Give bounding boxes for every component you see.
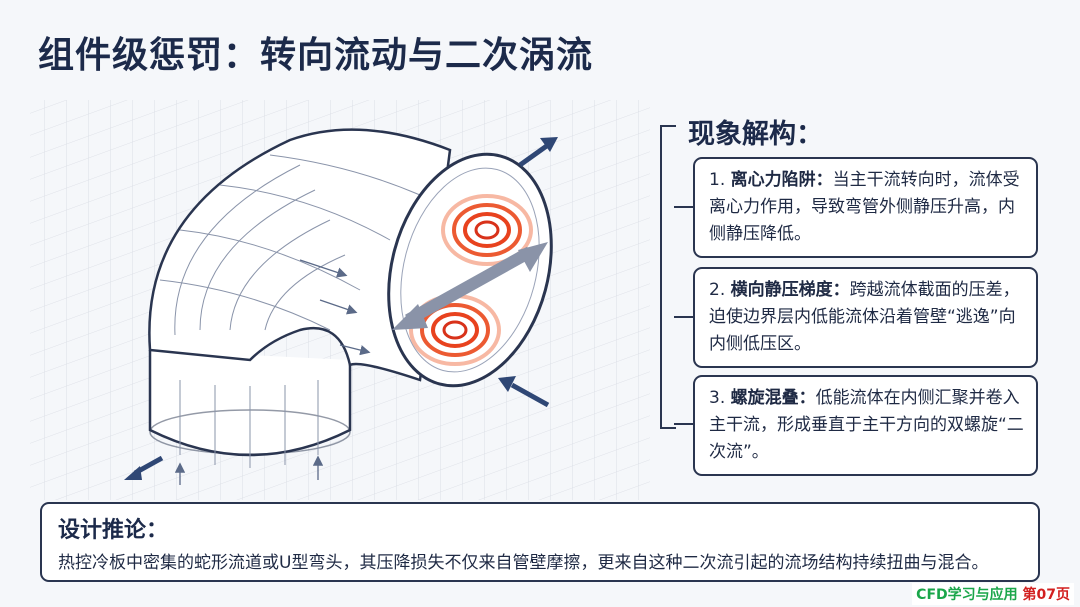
panel-title: 现象解构： — [688, 119, 823, 150]
item-card-3: 3. 螺旋混叠：低能流体在内侧汇聚并卷入主干流，形成垂直于主干方向的双螺旋“二次… — [693, 375, 1038, 476]
pipe-vertical-leg — [148, 350, 352, 468]
item-body: 跨越流体截面的压差，迫使边界层内低能流体沿着管壁“逃逸”向内侧低压区。 — [709, 280, 1020, 354]
upper-vortex-icon — [441, 194, 533, 266]
item-heading: 横向静压梯度： — [730, 280, 850, 300]
double-headed-arrow-icon — [392, 242, 548, 330]
exit-arrow-icon — [124, 455, 164, 480]
item-body: 当主干流转向时，流体受离心力作用，导致弯管外侧静压升高，内侧静压降低。 — [709, 170, 1020, 244]
pipe-elbow-body — [148, 128, 452, 485]
footer-tag: CFD学习与应用 第07页 — [912, 583, 1074, 605]
conclusion-title: 设计推论： — [58, 518, 169, 543]
elbow-pipe-illustration — [30, 100, 650, 500]
page-title: 组件级惩罚：转向流动与二次涡流 — [38, 35, 594, 76]
item-number: 3. — [709, 388, 726, 408]
connector — [674, 206, 693, 208]
item-number: 2. — [709, 280, 726, 300]
conclusion-box: 设计推论： 热控冷板中密集的蛇形流道或U型弯头，其压降损失不仅来自管壁摩擦，更来… — [40, 502, 1040, 582]
footer-brand: CFD学习与应用 — [916, 587, 1018, 603]
item-body: 低能流体在内侧汇聚并卷入主干流，形成垂直于主干方向的双螺旋“二次流”。 — [709, 388, 1024, 462]
cross-section — [387, 152, 553, 388]
item-card-1: 1. 离心力陷阱：当主干流转向时，流体受离心力作用，导致弯管外侧静压升高，内侧静… — [693, 157, 1038, 258]
connector — [674, 316, 693, 318]
conclusion-body: 热控冷板中密集的蛇形流道或U型弯头，其压降损失不仅来自管壁摩擦，更来自这种二次流… — [58, 553, 989, 573]
item-card-2: 2. 横向静压梯度：跨越流体截面的压差，迫使边界层内低能流体沿着管壁“逃逸”向内… — [693, 267, 1038, 368]
outflow-arrow-icon — [518, 137, 558, 168]
panel-bracket — [660, 125, 676, 429]
item-heading: 螺旋混叠： — [730, 388, 816, 408]
connector — [674, 423, 693, 425]
inflow-arrow-icon — [498, 376, 550, 408]
footer-page: 第07页 — [1022, 587, 1070, 603]
item-heading: 离心力陷阱： — [730, 170, 833, 190]
item-number: 1. — [709, 170, 726, 190]
